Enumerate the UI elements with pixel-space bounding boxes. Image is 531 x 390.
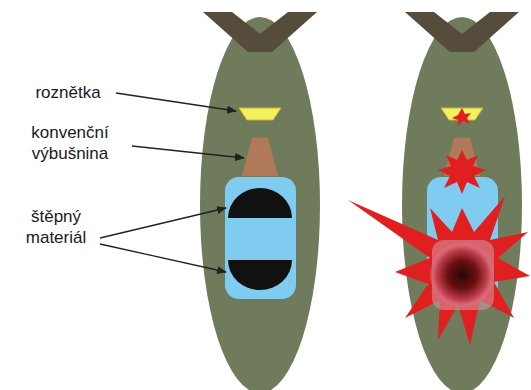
bomb-right (348, 12, 530, 390)
detonator (239, 108, 281, 120)
nuclear-blast (348, 196, 530, 345)
conventional-explosive (242, 138, 278, 176)
tail-fins (405, 12, 519, 52)
bomb-body (200, 17, 320, 390)
fissile-material-bottom (228, 260, 292, 290)
part-label: konvenční výbušnina (14, 122, 126, 164)
detonator-flash (452, 108, 471, 126)
leader-line (132, 146, 244, 158)
leader-line (100, 208, 226, 238)
part-label: roznětka (13, 82, 123, 103)
explosive-blast (438, 150, 486, 194)
tail-fins (203, 12, 317, 52)
fissile-material-top (228, 188, 292, 218)
bomb-body (402, 17, 522, 390)
leader-line (116, 93, 236, 111)
part-label: štěpný materiál (10, 206, 102, 248)
critical-mass (430, 243, 494, 307)
bomb-left (200, 12, 320, 390)
fissile-container (225, 177, 296, 299)
leader-line (100, 244, 226, 272)
